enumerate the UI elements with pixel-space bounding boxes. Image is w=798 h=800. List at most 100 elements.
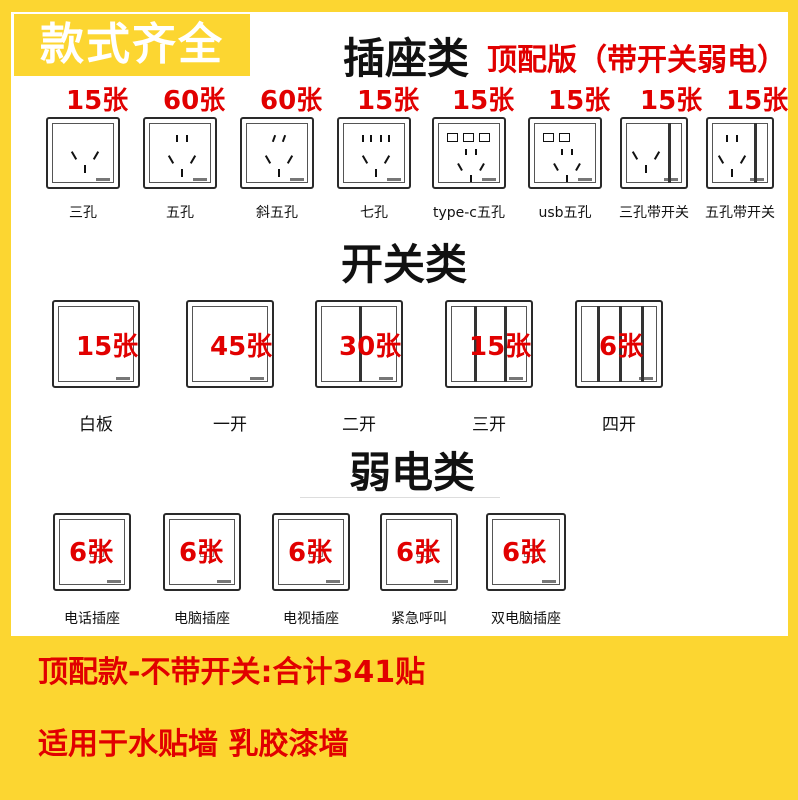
switch-gang-divider [597,306,600,382]
footer-usage-line: 适用于水贴墙 乳胶漆墙 [38,727,349,762]
brand-mark [542,580,556,583]
usb-port-icon [559,133,570,142]
brand-mark [217,580,231,583]
divider [300,497,500,498]
socket-plate-1[interactable] [143,117,217,189]
switch-plate-3[interactable] [445,300,533,388]
weak-plate-2[interactable] [272,513,350,591]
brand-mark [116,377,130,380]
socket-count: 15张 [357,86,420,116]
switch-count: 6张 [599,332,644,362]
socket-plate-5[interactable] [528,117,602,189]
brand-mark [482,178,496,181]
socket-hole [561,149,563,155]
port-icon [309,545,323,557]
switch-label: 二开 [342,415,376,435]
yellow-frame-top [0,0,798,12]
socket-plate-2[interactable] [240,117,314,189]
socket-count: 15张 [726,86,789,116]
weak-plate-0[interactable] [53,513,131,591]
socket-label: type-c五孔 [432,205,506,221]
socket-count: 15张 [548,86,611,116]
socket-hole [281,134,287,143]
socket-hole [278,169,280,177]
socket-label: usb五孔 [538,205,592,221]
socket-hole [475,149,477,155]
brand-mark [250,377,264,380]
socket-hole [181,169,183,177]
port-icon [200,545,214,557]
socket-hole [361,155,369,164]
socket-hole [388,135,390,142]
socket-hole [176,135,178,142]
weak-label: 电视插座 [283,611,339,627]
brand-mark [509,377,523,380]
socket-hole [457,163,463,171]
weak-label: 电脑插座 [174,611,230,627]
yellow-footer-band [0,636,798,800]
weak-count: 6张 [69,538,114,568]
socket-hole [370,135,372,142]
brand-mark [326,580,340,583]
weak-count: 6张 [502,538,547,568]
socket-hole [84,165,86,173]
socket-hole [465,149,467,155]
socket-count: 60张 [163,86,226,116]
port-icon [524,545,538,557]
switch-plate-0[interactable] [52,300,140,388]
switch-plate-4[interactable] [575,300,663,388]
usb-port-icon [447,133,458,142]
brand-mark [193,178,207,181]
switch-label: 三开 [472,415,506,435]
weak-plate-1[interactable] [163,513,241,591]
weak-count: 6张 [396,538,441,568]
section-title-weak-current: 弱电类 [349,448,476,497]
weak-plate-4[interactable] [486,513,566,591]
switch-count: 15张 [469,332,532,362]
socket-hole [271,134,277,143]
socket-hole [553,163,559,171]
socket-hole [189,155,197,164]
socket-hole [186,135,188,142]
weak-label: 紧急呼叫 [391,611,447,627]
socket-hole [167,155,175,164]
switch-count: 45张 [210,332,273,362]
socket-hole [645,165,647,173]
switch-rocker-divider [754,123,757,183]
socket-plate-3[interactable] [337,117,411,189]
switch-plate-1[interactable] [186,300,274,388]
socket-plate-4[interactable] [432,117,506,189]
socket-hole [631,151,639,160]
socket-label: 三孔带开关 [619,205,689,221]
brand-mark [379,377,393,380]
socket-hole [264,155,272,164]
brand-mark [387,178,401,181]
socket-plate-7[interactable] [706,117,774,189]
socket-hole [717,155,725,164]
socket-hole [571,149,573,155]
usb-port-icon [543,133,554,142]
brand-mark [639,377,653,380]
socket-label: 斜五孔 [256,205,298,221]
switch-count: 15张 [76,332,139,362]
yellow-frame-left [0,0,11,660]
socket-hole [575,163,581,171]
section-title-sockets: 插座类 [343,34,470,83]
switch-gang-divider [619,306,622,382]
socket-hole [739,155,747,164]
socket-hole [362,135,364,142]
socket-hole [92,151,100,160]
weak-label: 双电脑插座 [491,611,561,627]
socket-plate-0[interactable] [46,117,120,189]
socket-hole [383,155,391,164]
socket-label: 五孔带开关 [705,205,775,221]
socket-hole [653,151,661,160]
brand-mark [750,178,764,181]
switch-plate-2[interactable] [315,300,403,388]
weak-plate-3[interactable] [380,513,458,591]
usb-port-icon [463,133,474,142]
socket-hole [375,169,377,177]
socket-hole [380,135,382,142]
socket-plate-6[interactable] [620,117,688,189]
brand-mark [107,580,121,583]
